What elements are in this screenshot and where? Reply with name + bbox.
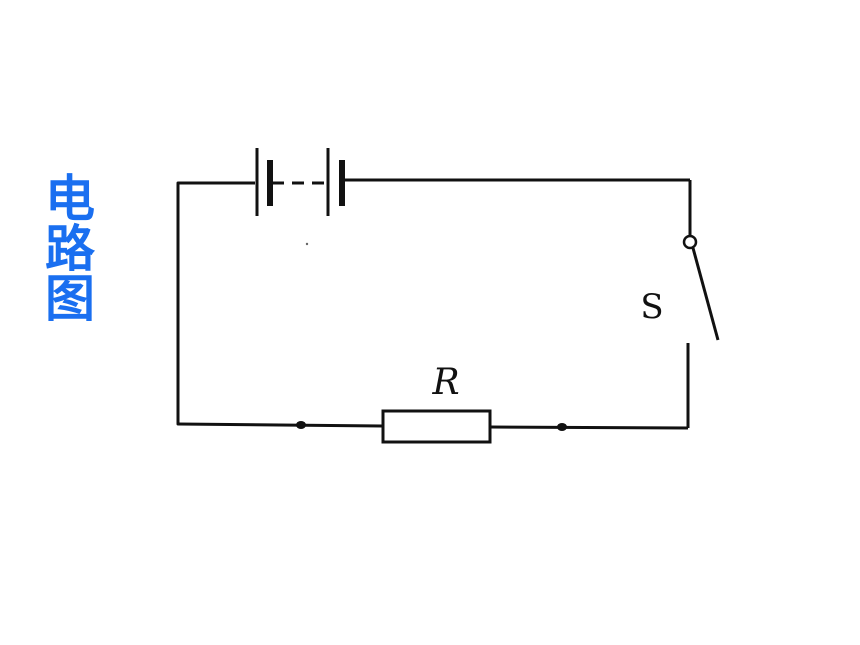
switch-icon <box>682 234 720 341</box>
switch-blade <box>691 247 720 341</box>
switch-pivot <box>682 234 698 250</box>
junction-dot-left <box>296 421 306 429</box>
wire-bottom-right <box>489 425 689 430</box>
resistor-icon <box>381 409 492 444</box>
page-title: 电路图 <box>37 172 95 322</box>
battery-icon <box>255 148 345 216</box>
resistor-label: R <box>431 362 459 403</box>
junction-dot-right <box>557 423 567 431</box>
switch-label: S <box>640 287 663 327</box>
wire-bottom-left <box>177 422 384 428</box>
speck <box>305 242 309 246</box>
